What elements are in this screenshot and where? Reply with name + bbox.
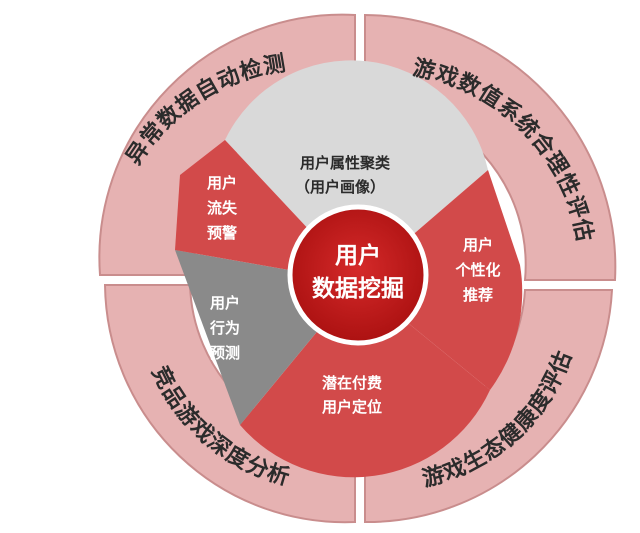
segment-top-left-label-line3: 预警 [207, 224, 237, 242]
segment-right [358, 170, 523, 390]
segment-top-left-label-line2: 流失 [207, 199, 238, 217]
segment-right-label-line3: 推荐 [463, 286, 493, 304]
segment-right-label-line2: 个性化 [454, 261, 500, 279]
core-title-line2: 数据挖掘 [312, 275, 404, 302]
segment-bottom-label-line1: 潜在付费 [322, 374, 382, 392]
segment-top-label-line1: 用户属性聚类 [300, 154, 391, 172]
core-title-line1: 用户 [335, 242, 381, 269]
segment-top-label-line2: （用户画像） [295, 178, 385, 196]
segment-left-label-line3: 预测 [210, 344, 240, 362]
segment-top [225, 60, 488, 283]
segment-bottom-label-line2: 用户定位 [322, 398, 382, 416]
core-circle [287, 204, 429, 346]
segment-top-left-label-line1: 用户 [207, 174, 237, 192]
segment-bottom [240, 282, 490, 478]
segment-left-label-line2: 行为 [209, 319, 240, 337]
segment-left-label-line1: 用户 [210, 294, 240, 312]
segment-right-label-line1: 用户 [463, 236, 493, 254]
